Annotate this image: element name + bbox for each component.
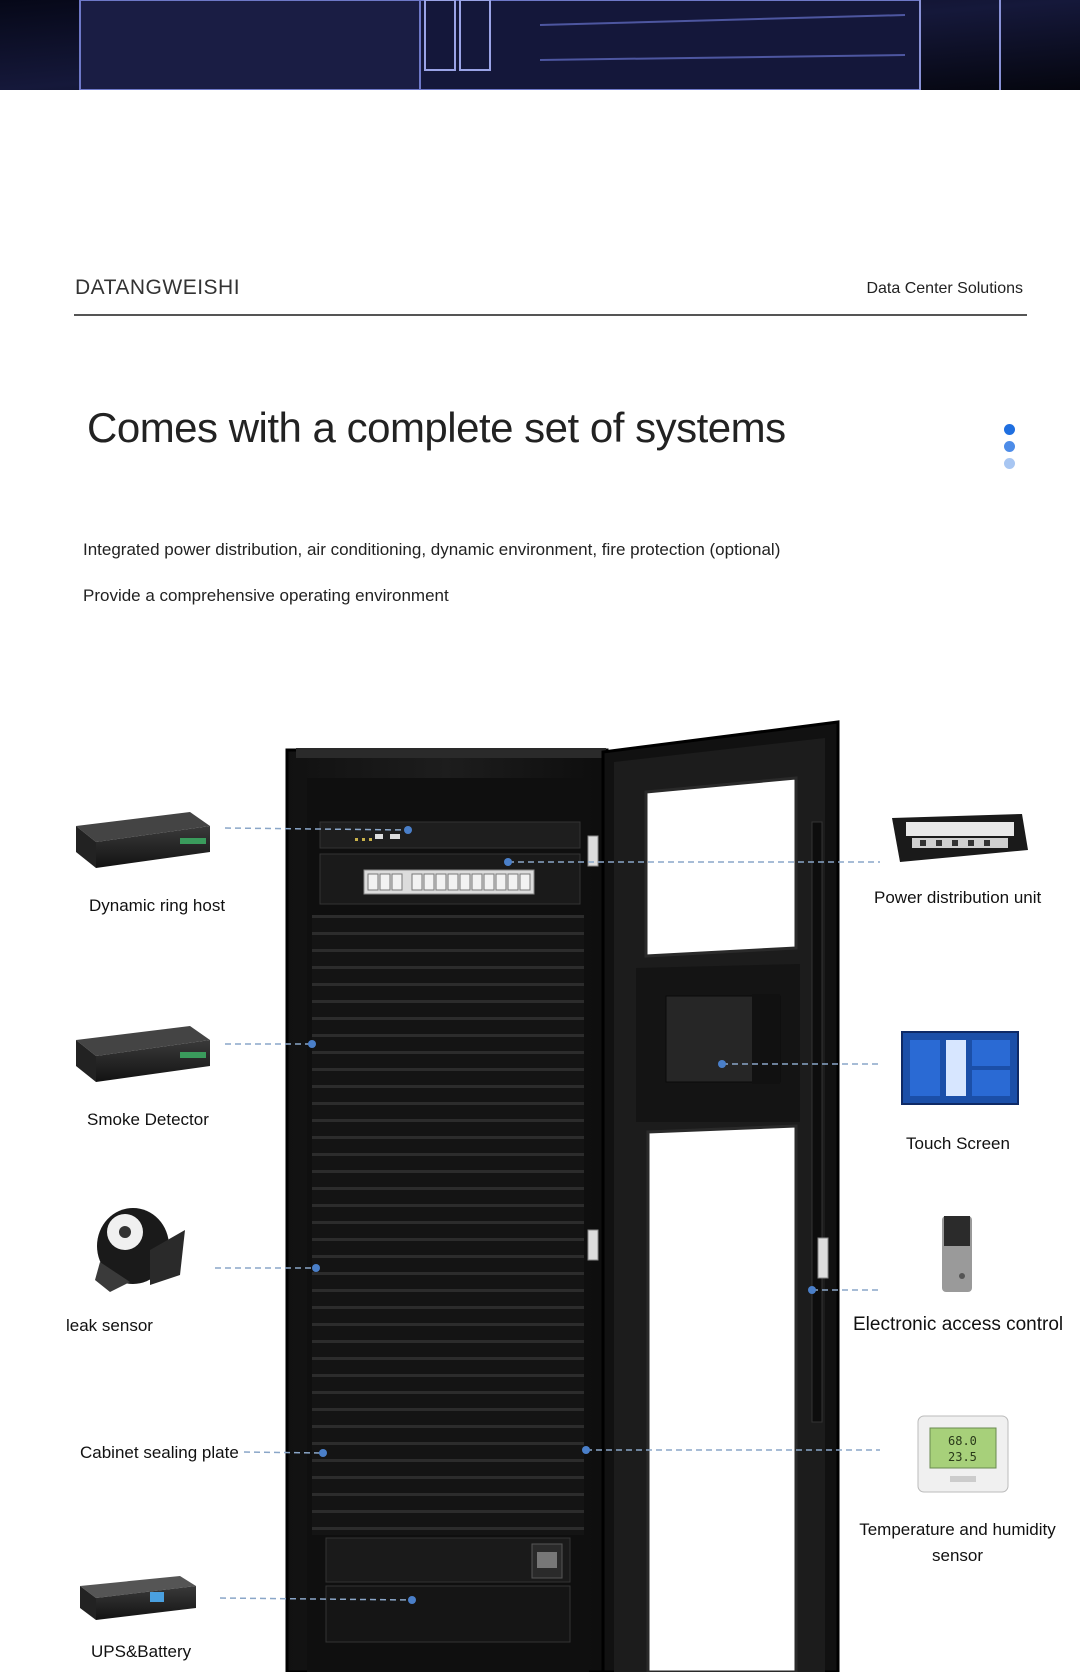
sensor-display-bottom: 23.5 — [948, 1450, 977, 1464]
page-indicator[interactable] — [1004, 424, 1016, 472]
label-cabinet-sealing-plate: Cabinet sealing plate — [80, 1443, 239, 1462]
cabinet-body — [285, 748, 609, 1672]
page-indicator-dot-1[interactable] — [1004, 424, 1015, 435]
electronic-access-control-image — [942, 1216, 972, 1292]
cabinet-door — [601, 720, 840, 1672]
temperature-humidity-sensor-image: 68.0 23.5 — [917, 1415, 1009, 1493]
ups-battery-image — [80, 1576, 196, 1620]
power-distribution-unit-image — [892, 814, 1028, 862]
page-indicator-dot-2[interactable] — [1004, 441, 1015, 452]
label-electronic-access-control: Electronic access control — [853, 1314, 1064, 1335]
top-banner-image — [0, 0, 1080, 90]
pdu-breakers — [363, 869, 535, 895]
leak-sensor-image — [95, 1208, 185, 1292]
description-line-2: Provide a comprehensive operating enviro… — [83, 586, 449, 605]
label-touch-screen: Touch Screen — [906, 1134, 1010, 1153]
smoke-detector-image — [76, 1026, 210, 1082]
section-title: Data Center Solutions — [866, 280, 1023, 297]
label-dynamic-ring-host: Dynamic ring host — [89, 896, 226, 915]
brand-name: DATANGWEISHI — [75, 276, 241, 299]
sensor-display-top: 68.0 — [948, 1434, 977, 1448]
label-leak-sensor: leak sensor — [66, 1316, 153, 1335]
description-line-1: Integrated power distribution, air condi… — [83, 540, 781, 559]
label-temperature-humidity-line-1: Temperature and humidity — [859, 1520, 1056, 1539]
connector-points — [308, 826, 816, 1604]
page-indicator-dot-3[interactable] — [1004, 458, 1015, 469]
label-smoke-detector: Smoke Detector — [87, 1110, 209, 1129]
header-divider — [74, 314, 1027, 316]
touch-screen-image — [901, 1031, 1019, 1105]
page-title: Comes with a complete set of systems — [87, 404, 786, 451]
dynamic-ring-host-image — [76, 812, 210, 868]
connector-lines — [215, 827, 880, 1601]
label-ups-battery: UPS&Battery — [91, 1642, 192, 1661]
label-temperature-humidity-line-2: sensor — [931, 1546, 984, 1565]
top-banner-graphic — [0, 0, 1080, 90]
label-temperature-humidity-sensor: Temperature and humidity sensor — [855, 1520, 1060, 1566]
label-power-distribution-unit: Power distribution unit — [874, 888, 1042, 907]
